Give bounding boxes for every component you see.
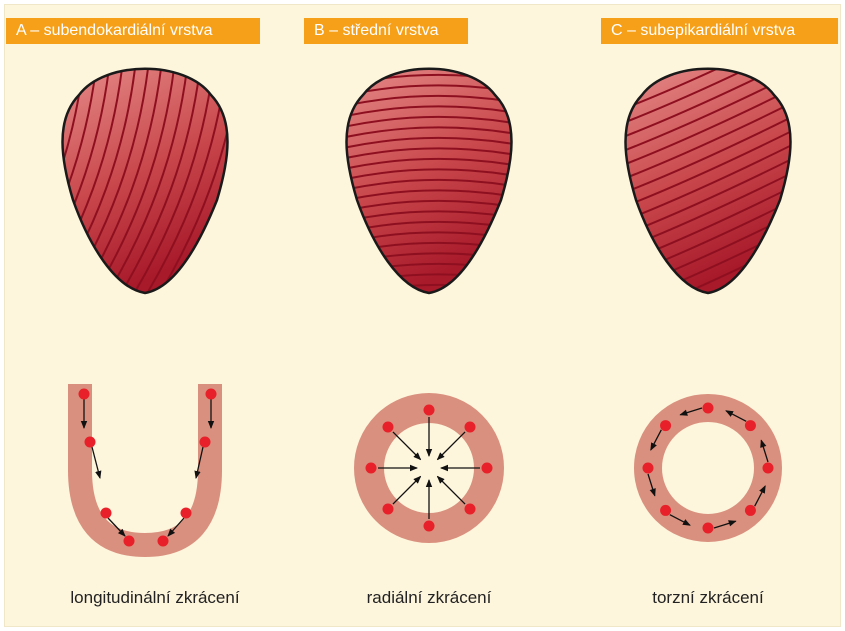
marker-dot <box>366 463 377 474</box>
marker-dot <box>465 421 476 432</box>
fiber-line <box>0 60 58 310</box>
marker-dot <box>660 420 671 431</box>
arrow <box>393 476 421 504</box>
fiber-line <box>0 60 45 310</box>
heart-c-oblique-fibers <box>610 0 810 338</box>
fiber-line <box>610 0 810 58</box>
marker-dot <box>703 523 714 534</box>
heart-b-circumferential-fibers <box>330 69 530 309</box>
fiber-line <box>0 60 71 310</box>
marker-dot <box>158 536 169 547</box>
heart-a-longitudinal-fibers <box>0 60 305 310</box>
fiber-line <box>610 0 810 72</box>
marker-dot <box>206 389 217 400</box>
marker-dot <box>382 421 393 432</box>
marker-dot <box>482 463 493 474</box>
torsional-shortening-diagram <box>643 403 774 534</box>
radial-shortening-diagram <box>366 405 493 532</box>
marker-dot <box>424 405 435 416</box>
caption-radial: radiální zkrácení <box>314 588 544 608</box>
fiber-line <box>330 295 530 308</box>
marker-dot <box>424 521 435 532</box>
marker-dot <box>643 463 654 474</box>
arrow <box>437 432 465 460</box>
marker-dot <box>745 420 756 431</box>
arrow <box>393 432 421 460</box>
marker-dot <box>745 505 756 516</box>
marker-dot <box>124 536 135 547</box>
marker-dot <box>763 463 774 474</box>
arrow <box>437 476 465 504</box>
marker-dot <box>465 504 476 515</box>
marker-dot <box>382 504 393 515</box>
fiber-line <box>0 60 32 310</box>
marker-dot <box>660 505 671 516</box>
caption-torsional: torzní zkrácení <box>593 588 823 608</box>
marker-dot <box>703 403 714 414</box>
arrow <box>92 447 100 478</box>
longitudinal-shortening-diagram <box>79 384 217 547</box>
marker-dot <box>181 508 192 519</box>
fiber-line <box>610 0 810 44</box>
caption-longitudinal: longitudinální zkrácení <box>40 588 270 608</box>
u-shaped-ventricle-wall <box>80 384 210 545</box>
marker-dot <box>101 508 112 519</box>
marker-dot <box>79 389 90 400</box>
marker-dot <box>85 437 96 448</box>
fiber-line <box>215 60 305 310</box>
marker-dot <box>200 437 211 448</box>
